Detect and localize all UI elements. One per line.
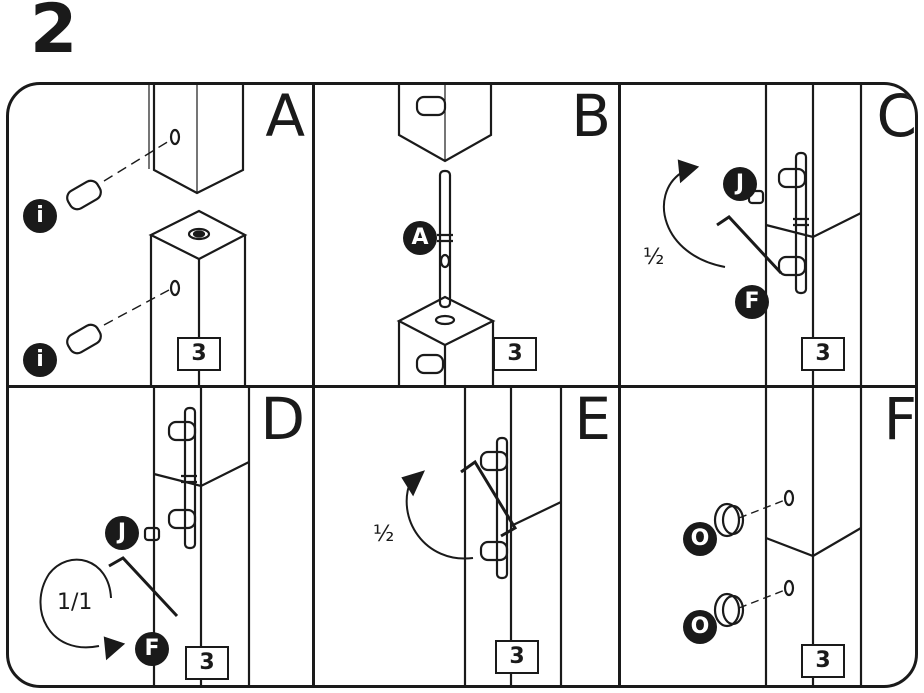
part-box: 3 bbox=[801, 644, 845, 678]
panel-e-drawing bbox=[401, 388, 563, 685]
panel-d: D 1/1 J F 3 bbox=[9, 385, 313, 685]
panel-b: B A 3 bbox=[315, 85, 619, 387]
part-badge: J bbox=[723, 167, 757, 201]
part-box: 3 bbox=[801, 337, 845, 371]
panel-f: F O O 3 bbox=[621, 385, 917, 685]
panel-c-drawing bbox=[663, 85, 863, 387]
part-badge: J bbox=[105, 516, 139, 550]
panel-letter: A bbox=[265, 82, 305, 150]
panel-a: A i i 3 bbox=[9, 85, 313, 387]
part-badge: A bbox=[403, 221, 437, 255]
turn-label: ½ bbox=[643, 245, 665, 270]
turn-label: 1/1 bbox=[57, 590, 93, 615]
part-badge: O bbox=[683, 610, 717, 644]
step-number: 2 bbox=[30, 0, 78, 69]
part-badge: i bbox=[23, 199, 57, 233]
part-badge: i bbox=[23, 343, 57, 377]
part-box: 3 bbox=[177, 337, 221, 371]
part-box: 3 bbox=[493, 337, 537, 371]
part-badge: O bbox=[683, 522, 717, 556]
panel-letter: B bbox=[571, 82, 611, 150]
part-badge: F bbox=[135, 632, 169, 666]
panel-letter: C bbox=[876, 82, 917, 150]
turn-label: ½ bbox=[373, 522, 395, 547]
panel-letter: D bbox=[260, 385, 305, 453]
panel-grid: A i i 3 bbox=[6, 82, 918, 688]
panel-letter: E bbox=[574, 385, 611, 453]
panel-letter: F bbox=[883, 385, 917, 453]
grid-divider bbox=[9, 385, 915, 388]
part-box: 3 bbox=[185, 646, 229, 680]
part-box: 3 bbox=[495, 640, 539, 674]
part-badge: F bbox=[735, 285, 769, 319]
dowel-icon bbox=[66, 179, 102, 211]
panel-c: C ½ J F 3 bbox=[621, 82, 917, 387]
panel-a-drawing bbox=[66, 85, 248, 387]
panel-e: E ½ 3 bbox=[315, 385, 619, 685]
panel-f-drawing bbox=[713, 388, 863, 685]
